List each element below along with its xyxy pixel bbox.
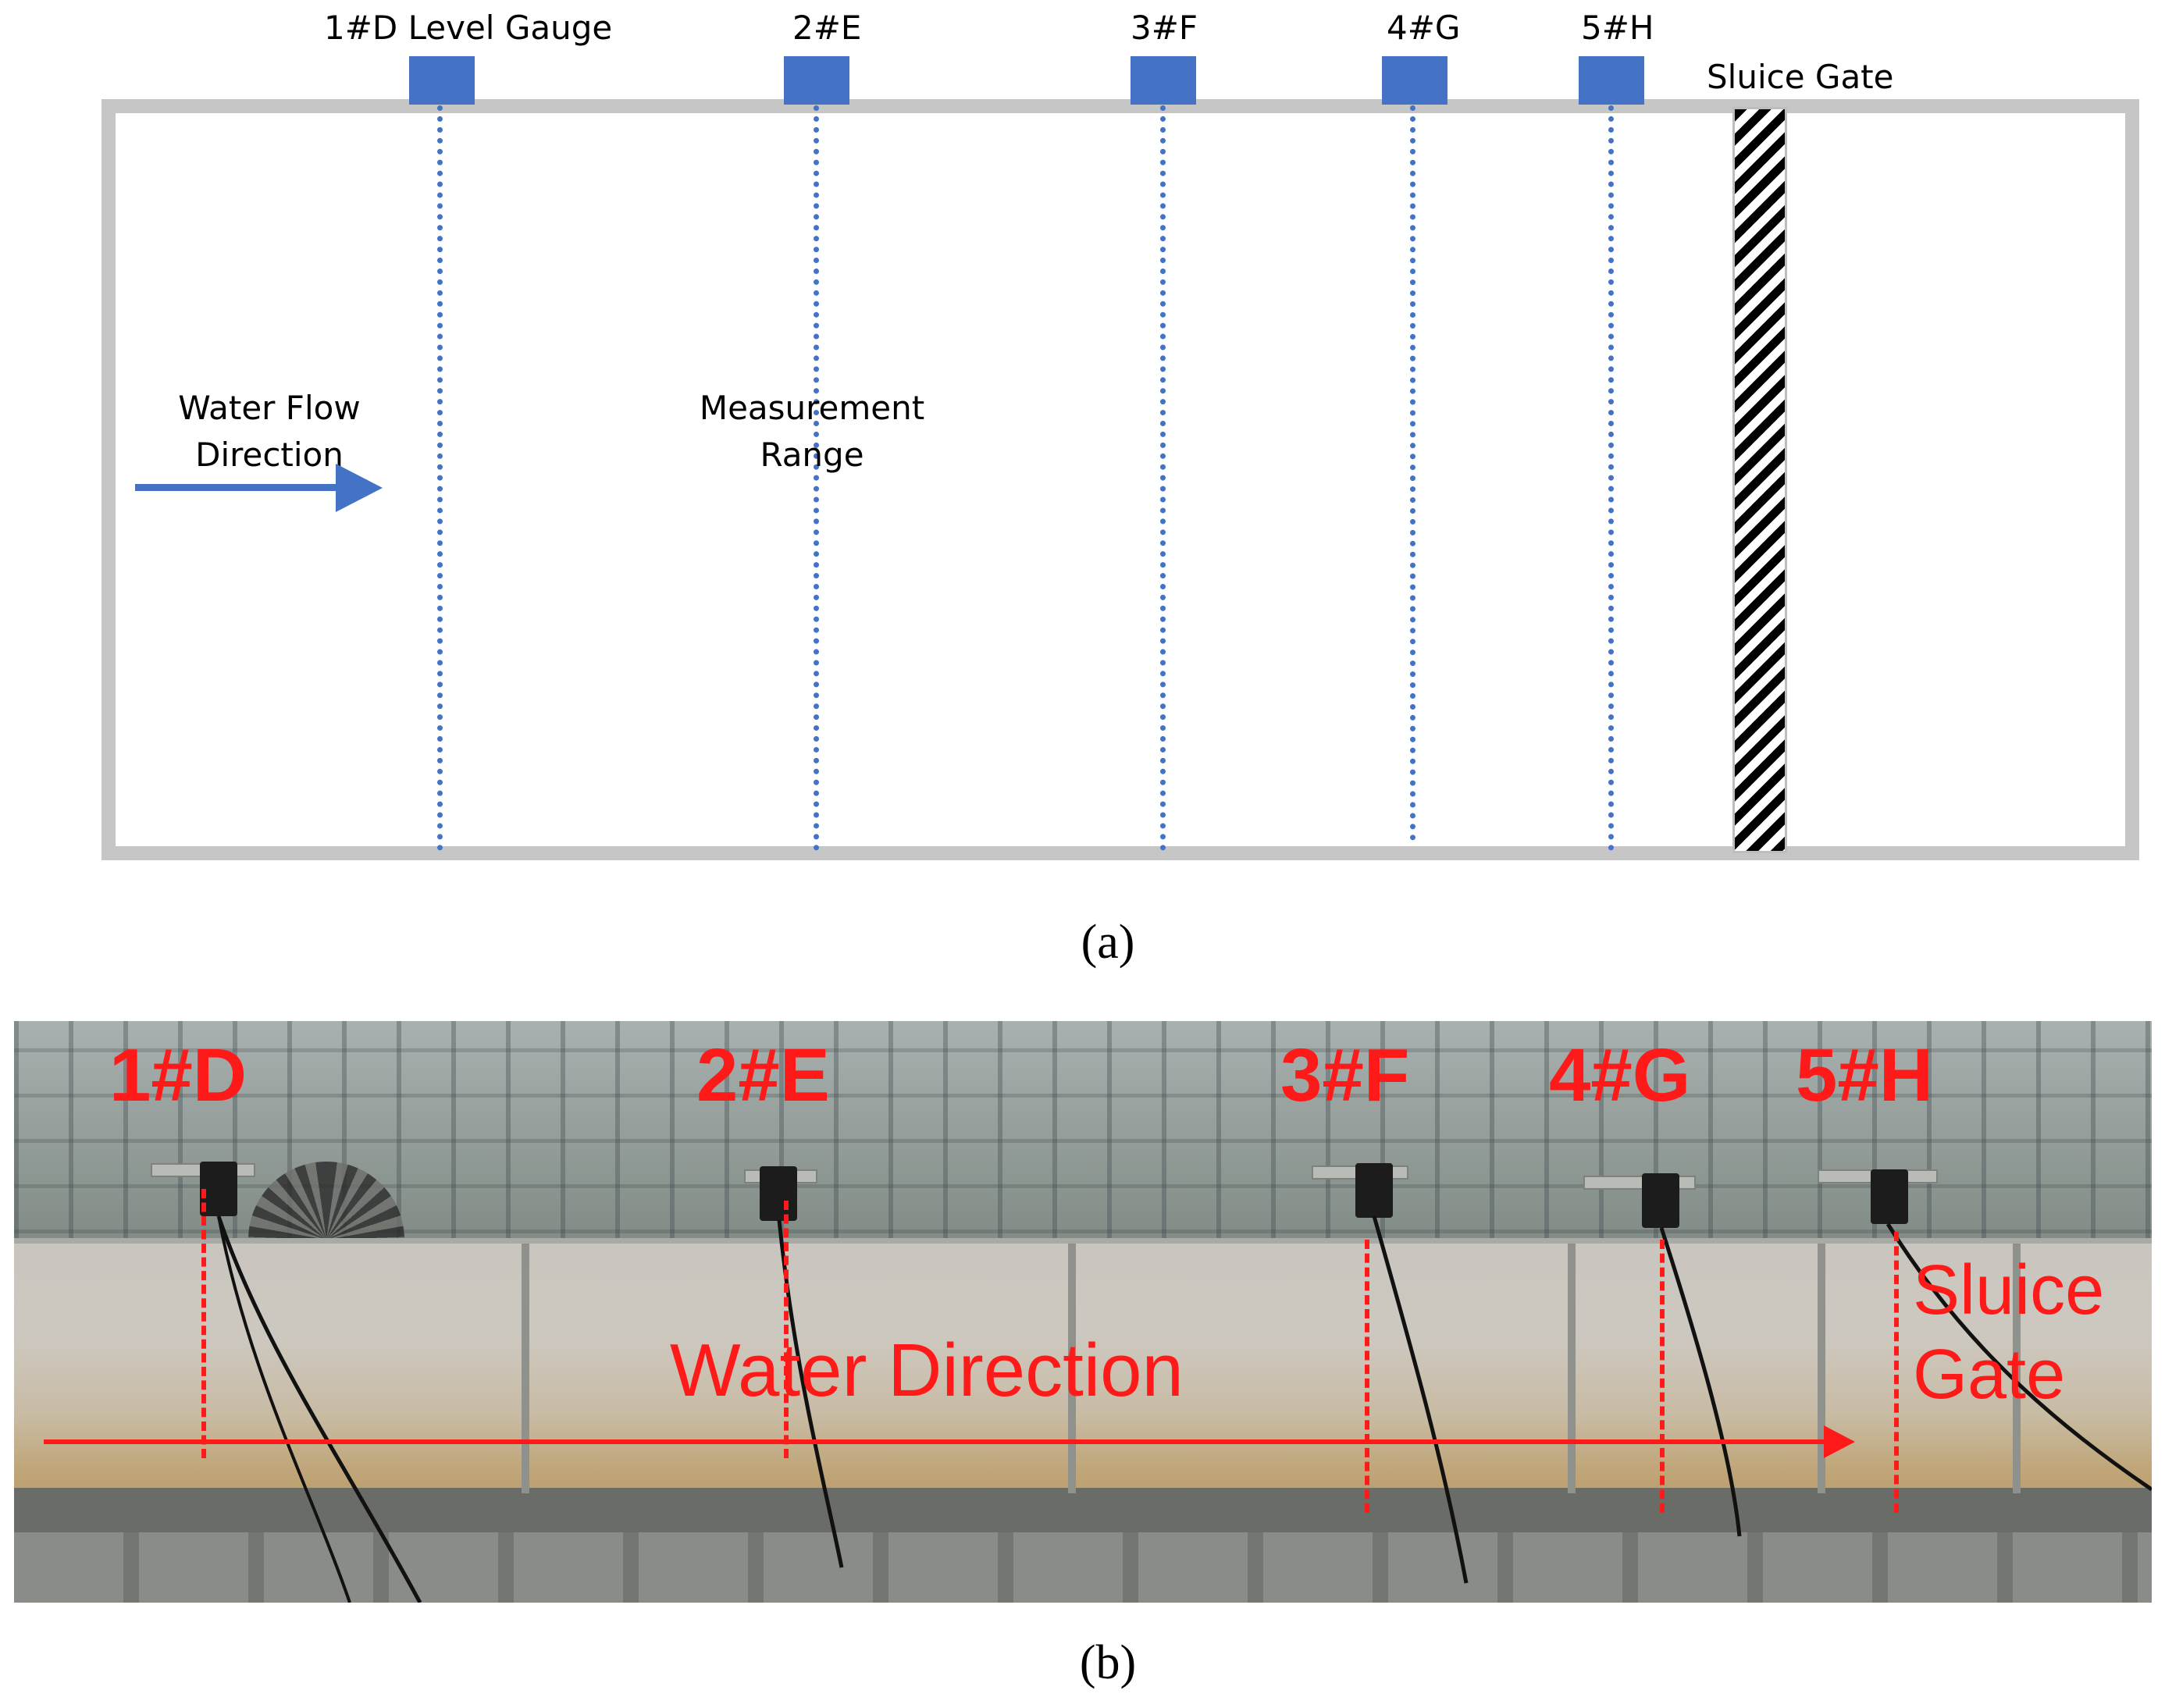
photo-sensor-4 [1642, 1173, 1679, 1228]
photo-label-3: 3#F [1280, 1034, 1410, 1117]
marker-line-1 [201, 1189, 206, 1458]
photo-post [1568, 1244, 1576, 1493]
photo-gate-label-line1: Sluice [1913, 1251, 2105, 1329]
gauge-2-marker [784, 56, 849, 105]
photo-support-frame [14, 1532, 2152, 1603]
gauge-4-label: 4#G [1387, 9, 1461, 47]
photo-gate-label-line2: Gate [1913, 1336, 2066, 1414]
flume-photo: 1#D 2#E 3#F 4#G 5#H Water Direction Slui… [14, 1021, 2152, 1603]
range-label-line2: Range [760, 436, 864, 474]
gauge-4-line [1410, 105, 1415, 841]
gauge-1-marker [409, 56, 475, 105]
sluice-gate [1732, 107, 1787, 853]
photo-label-2: 2#E [696, 1034, 830, 1117]
flow-label-line2: Direction [195, 436, 344, 474]
photo-flume-tank [14, 1244, 2152, 1509]
gauge-1-line [437, 105, 443, 851]
measurement-range-label: Measurement Range [687, 385, 937, 479]
water-direction-label: Water Direction [670, 1329, 1184, 1412]
gauge-4-marker [1382, 56, 1447, 105]
range-label-line1: Measurement [699, 389, 925, 427]
caption-a: (a) [1081, 916, 1135, 969]
gauge-5-line [1608, 105, 1614, 851]
flume-outline [101, 99, 2139, 860]
photo-label-4: 4#G [1549, 1034, 1691, 1117]
flow-label-line1: Water Flow [178, 389, 361, 427]
photo-label-5: 5#H [1796, 1034, 1934, 1117]
gauge-1-label: 1#D Level Gauge [324, 9, 613, 47]
photo-post [522, 1244, 529, 1493]
marker-line-5 [1894, 1232, 1899, 1513]
photo-post [1068, 1244, 1076, 1493]
flow-direction-label: Water Flow Direction [156, 385, 383, 479]
flow-arrow-head [336, 464, 383, 512]
gauge-3-line [1160, 105, 1166, 851]
marker-line-3 [1365, 1240, 1369, 1513]
caption-b: (b) [1079, 1636, 1137, 1689]
schematic-panel: 1#D Level Gauge 2#E 3#F 4#G 5#H Sluice G… [101, 9, 2139, 969]
photo-sensor-3 [1355, 1163, 1393, 1218]
water-direction-arrow-shaft [44, 1439, 1832, 1444]
photo-cables [216, 1215, 2152, 1603]
gauge-3-marker [1131, 56, 1196, 105]
photo-post [2013, 1244, 2021, 1493]
gauge-3-label: 3#F [1131, 9, 1198, 47]
gauge-2-label: 2#E [792, 9, 862, 47]
photo-post [1818, 1244, 1825, 1493]
water-direction-arrow-head [1824, 1425, 1855, 1458]
photo-sensor-5 [1871, 1169, 1908, 1224]
gauge-5-marker [1579, 56, 1644, 105]
gauge-5-label: 5#H [1581, 9, 1654, 47]
flow-arrow-shaft [135, 484, 340, 491]
gauge-2-line [814, 105, 819, 851]
marker-line-4 [1660, 1240, 1665, 1513]
sluice-gate-label: Sluice Gate [1707, 58, 1894, 96]
marker-line-2 [784, 1201, 789, 1458]
photo-sensor-1 [200, 1162, 237, 1216]
photo-sensor-2 [760, 1166, 797, 1221]
photo-label-1: 1#D [109, 1034, 247, 1117]
